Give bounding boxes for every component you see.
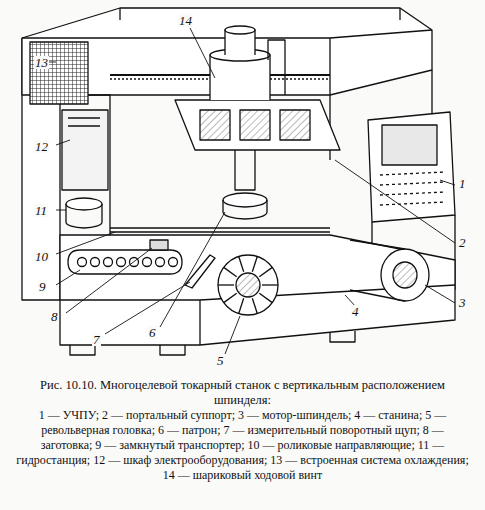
callout-number: 6 [148,326,157,339]
caption: Рис. 10.10. Многоцелевой токарный станок… [14,378,471,408]
callout-number: 11 [34,204,48,217]
callout-number: 4 [351,305,360,318]
callout-number: 13 [34,56,49,69]
figure-caption-block: Рис. 10.10. Многоцелевой токарный станок… [14,378,471,483]
callout-number: 14 [178,14,193,27]
lathe-illustration [0,0,485,380]
callout-number: 3 [458,296,467,309]
callout-number: 12 [34,140,49,153]
callout-number: 1 [458,177,467,190]
callout-number: 9 [38,280,47,293]
callout-number: 5 [216,354,225,367]
callout-number: 7 [92,333,101,346]
parts-key: 1 — УЧПУ; 2 — портальный суппорт; 3 — мо… [14,408,471,483]
callout-number: 8 [50,310,59,323]
callout-number: 10 [34,250,49,263]
callout-number: 2 [458,236,467,249]
